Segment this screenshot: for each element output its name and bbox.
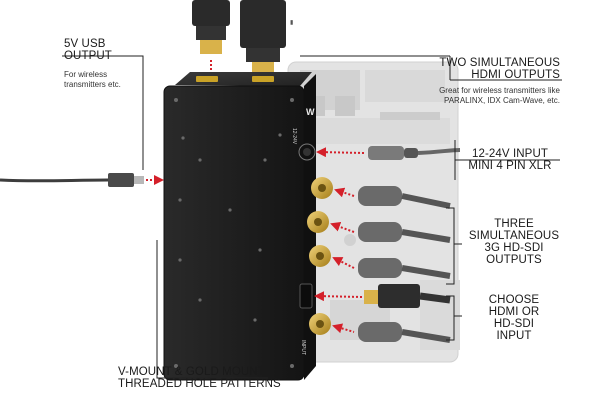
power-cable (368, 146, 461, 160)
bnc-connector-3 (309, 245, 331, 267)
sdi-input-cable (358, 322, 451, 343)
hdmi-input-cable (364, 284, 451, 308)
svg-text:▮: ▮ (290, 20, 293, 26)
usb-output-subtitle: For wireless transmitters etc. (64, 70, 121, 90)
hdmi-outputs-title: TWO SIMULTANEOUS HDMI OUTPUTS (439, 57, 560, 81)
usb-cable (0, 173, 144, 187)
choose-input-title-line-1: CHOOSE (488, 294, 540, 306)
leader-lines (62, 55, 562, 379)
choose-input-title: CHOOSE HDMI OR HD-SDI INPUT (464, 294, 564, 342)
hdmi-outputs-title-line-1: TWO SIMULTANEOUS (439, 57, 560, 69)
usb-output-subtitle-line-1: For wireless (64, 70, 108, 79)
hdmi-outputs-subtitle: Great for wireless transmitters like PAR… (439, 86, 560, 106)
sdi-cable-3 (358, 258, 451, 279)
choose-input-title-line-4: INPUT (496, 330, 532, 342)
power-input-title: 12-24V INPUT MINI 4 PIN XLR (460, 148, 560, 172)
bnc-connector-input (309, 313, 331, 335)
usb-output-title-line-1: 5V USB (64, 38, 106, 50)
sdi-cable-1 (358, 186, 451, 209)
choose-input-title-line-3: HD-SDI (493, 318, 535, 330)
hdmi-outputs-title-line-2: HDMI OUTPUTS (471, 69, 560, 81)
input-port-label: INPUT (300, 340, 306, 355)
hdmi-input-port (299, 283, 313, 309)
sdi-cables (358, 186, 451, 279)
hdmi-plug-left (192, 0, 230, 54)
usb-output-title-line-2: OUTPUT (64, 50, 112, 62)
bnc-connector-1 (311, 177, 333, 199)
mount-patterns-title: V-MOUNT & GOLD MOUNT THREADED HOLE PATTE… (118, 366, 281, 390)
sdi-outputs-title-line-1: THREE (494, 218, 534, 230)
port-arrows (314, 147, 365, 334)
device-logo: W (306, 107, 315, 117)
mount-patterns-title-line-1: V-MOUNT & GOLD MOUNT (118, 366, 265, 378)
power-input-title-line-2: MINI 4 PIN XLR (468, 160, 552, 172)
hdmi-outputs-subtitle-line-2: PARALINX, IDX Cam-Wave, etc. (443, 96, 560, 105)
sdi-outputs-title-line-3: 3G HD-SDI (484, 242, 544, 254)
power-port-label: 12-24V (291, 128, 297, 145)
sdi-cable-2 (358, 222, 451, 243)
sdi-outputs-title-line-4: OUTPUTS (486, 254, 542, 266)
choose-input-title-line-2: HDMI OR (488, 306, 540, 318)
hdmi-outputs-subtitle-line-1: Great for wireless transmitters like (439, 86, 560, 95)
usb-output-subtitle-line-2: transmitters etc. (64, 80, 121, 89)
mount-patterns-title-line-2: THREADED HOLE PATTERNS (118, 378, 281, 390)
sdi-outputs-title: THREE SIMULTANEOUS 3G HD-SDI OUTPUTS (464, 218, 564, 266)
bnc-connector-2 (307, 211, 329, 233)
hdmi-plug-right: ▮ (240, 0, 293, 74)
power-input-title-line-1: 12-24V INPUT (472, 148, 548, 160)
device-body (163, 72, 316, 381)
usb-output-title: 5V USB OUTPUT (64, 38, 112, 62)
bnc-connectors (307, 177, 333, 335)
sdi-outputs-title-line-2: SIMULTANEOUS (468, 230, 560, 242)
